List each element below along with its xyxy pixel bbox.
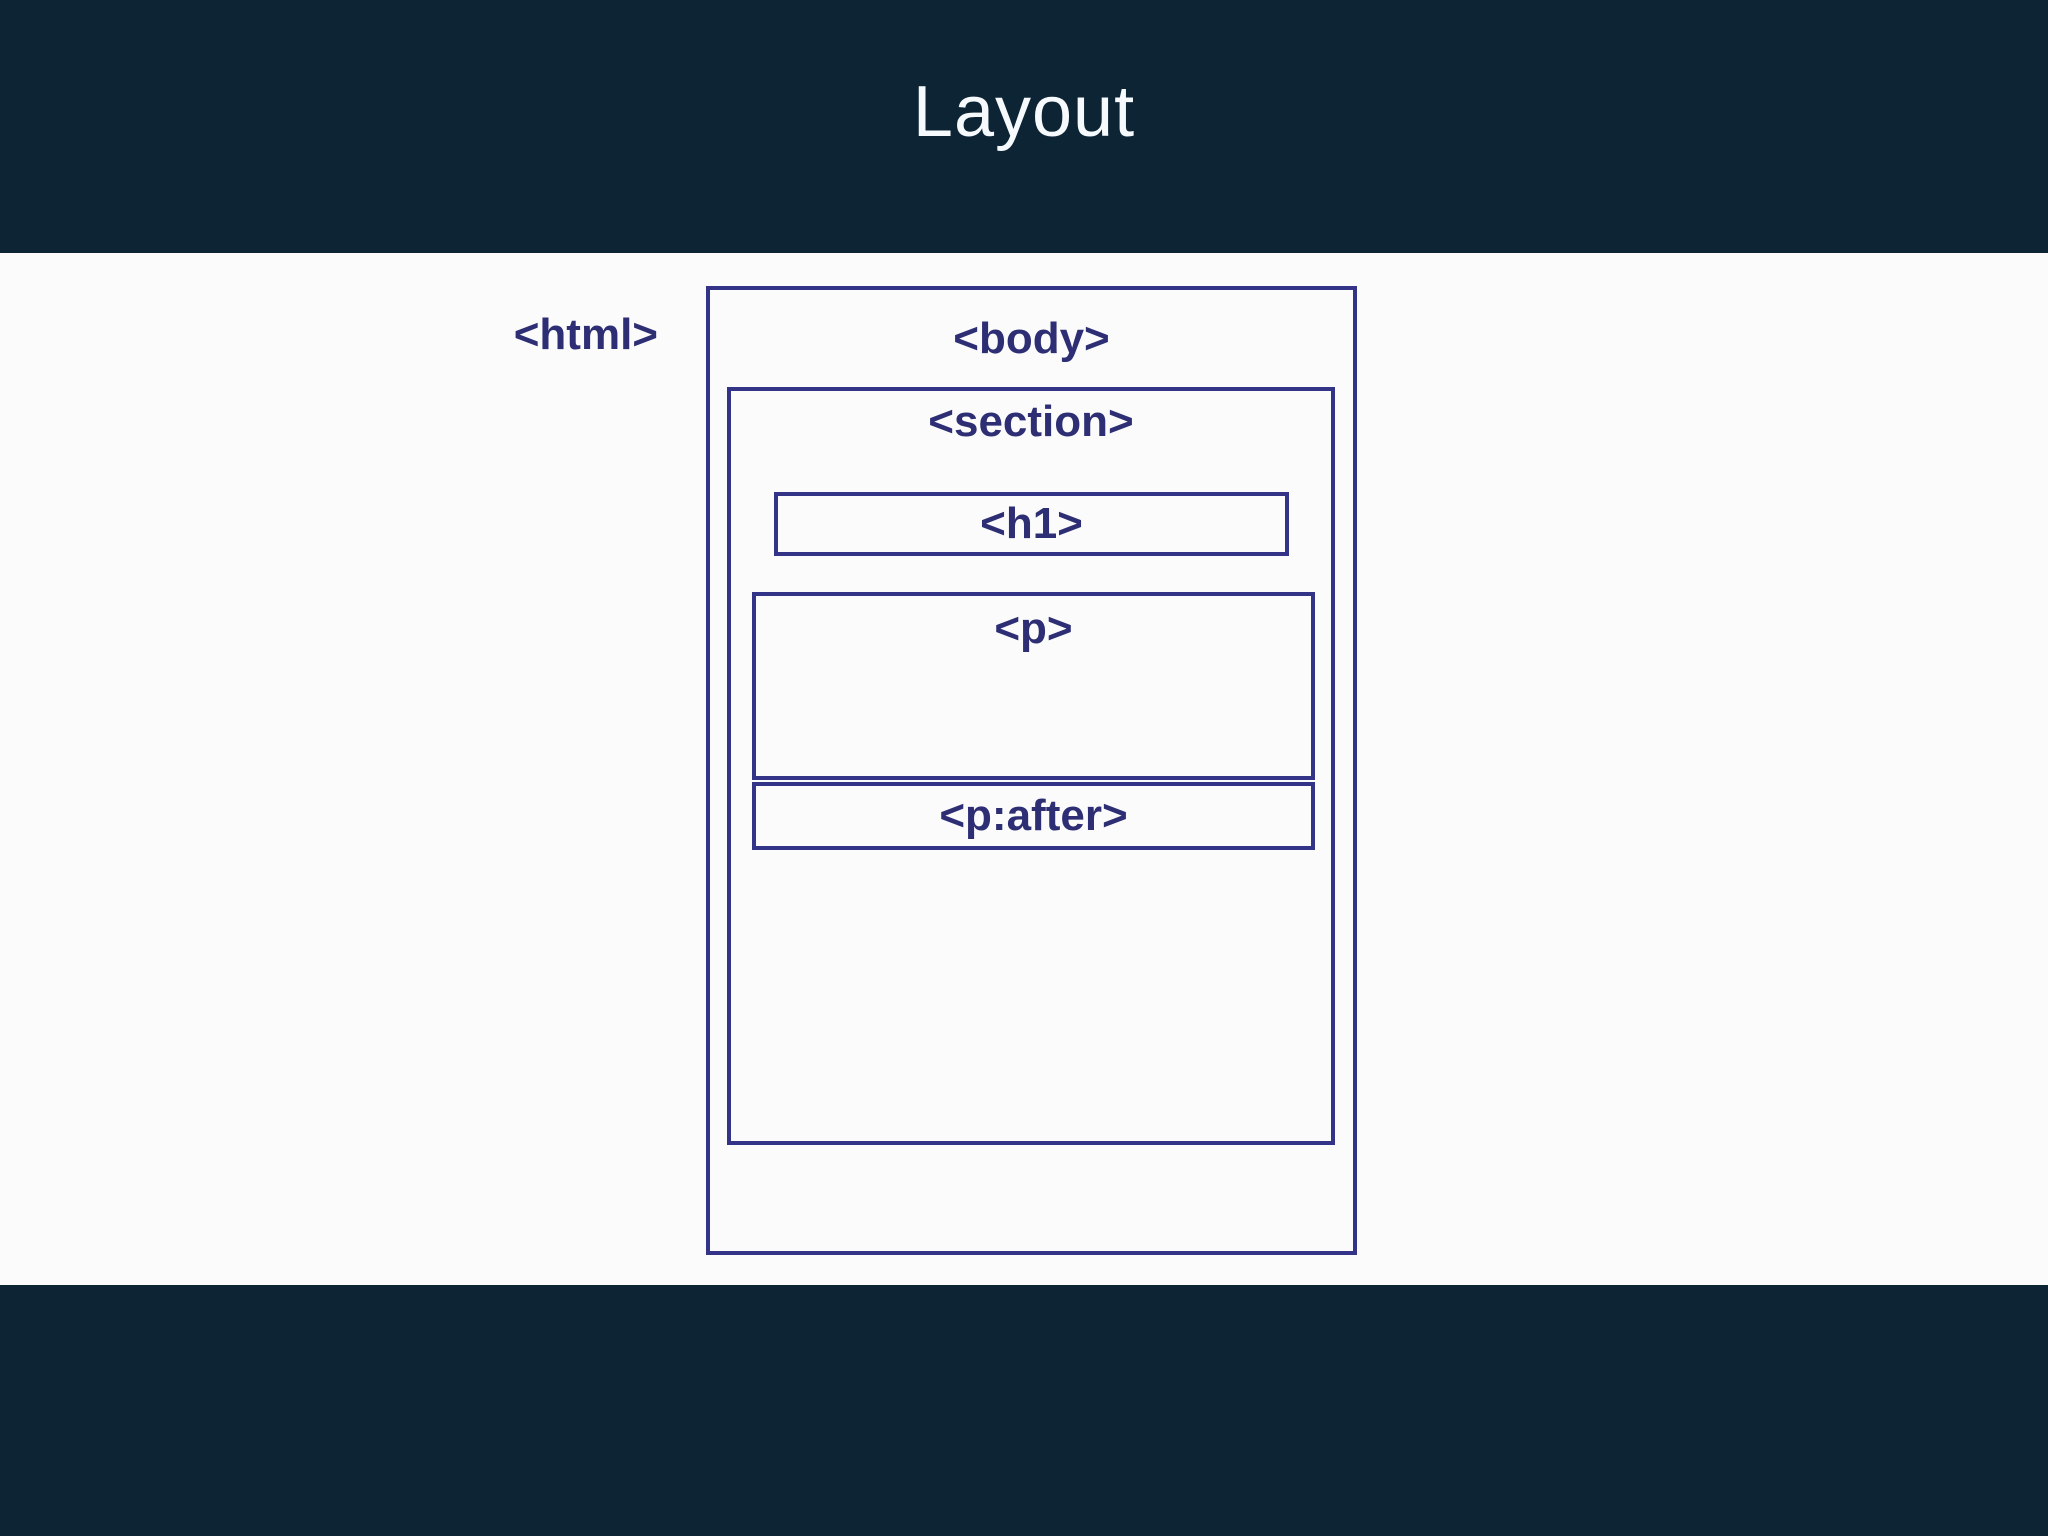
p-after-box: <p:after> [752,782,1315,850]
slide-title: Layout [912,72,1136,152]
h1-box: <h1> [774,492,1289,556]
p-box: <p> [752,592,1315,780]
body-tag-label: <body> [953,314,1110,363]
section-box: <section> <h1> <p> <p:after> [727,387,1335,1145]
html-tag-label: <html> [513,310,658,359]
section-tag-label: <section> [928,397,1134,446]
p-after-tag-label: <p:after> [939,791,1128,840]
body-box: <body> <section> <h1> <p> <p:after> [706,286,1357,1255]
p-tag-label: <p> [994,604,1073,653]
footer-band [0,1285,2048,1536]
h1-tag-label: <h1> [980,499,1083,548]
header-band [0,0,2048,253]
